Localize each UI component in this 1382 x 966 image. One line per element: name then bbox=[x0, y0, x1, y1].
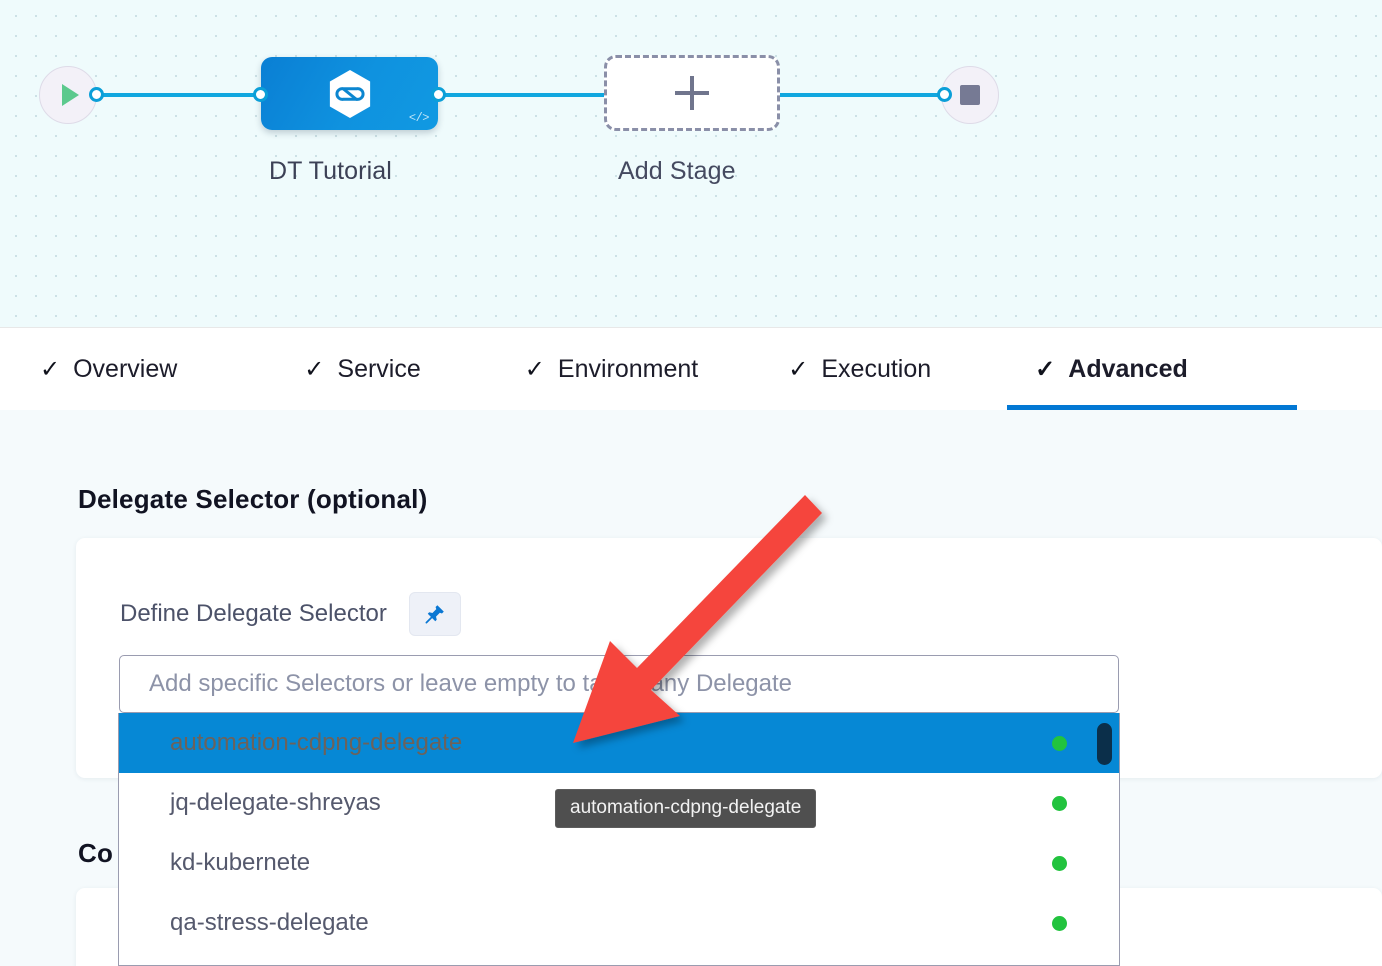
connector-port bbox=[253, 87, 268, 102]
tab-advanced[interactable]: ✓ Advanced bbox=[1007, 329, 1297, 410]
add-stage-label: Add Stage bbox=[618, 157, 736, 185]
tab-overview[interactable]: ✓ Overview bbox=[40, 329, 177, 410]
play-icon bbox=[62, 84, 79, 106]
tab-execution[interactable]: ✓ Execution bbox=[788, 329, 931, 410]
stop-icon bbox=[960, 85, 980, 105]
check-icon: ✓ bbox=[1035, 355, 1056, 383]
field-label: Define Delegate Selector bbox=[120, 600, 387, 627]
pin-icon-button[interactable] bbox=[408, 592, 461, 636]
tab-environment[interactable]: ✓ Environment bbox=[525, 329, 698, 410]
dropdown-option-jq-delegate-shreyas[interactable]: jq-delegate-shreyas bbox=[119, 773, 1119, 833]
stage-label-dt-tutorial: DT Tutorial bbox=[269, 157, 392, 185]
option-label: kd-kubernete bbox=[170, 849, 311, 876]
tab-label: Execution bbox=[821, 355, 932, 383]
advanced-tab-content: Delegate Selector (optional) Co Define D… bbox=[0, 410, 1382, 966]
status-dot-icon bbox=[1052, 795, 1067, 811]
connector-line bbox=[90, 93, 270, 97]
page-title: Delegate Selector (optional) bbox=[78, 484, 428, 514]
add-stage-node[interactable] bbox=[604, 55, 780, 131]
connector-port bbox=[937, 87, 952, 102]
delegate-selector-input[interactable]: Add specific Selectors or leave empty to… bbox=[119, 655, 1119, 713]
check-icon: ✓ bbox=[40, 355, 61, 383]
option-label: automation-cdpng-delegate bbox=[170, 729, 463, 756]
status-dot-icon bbox=[1052, 735, 1067, 751]
connector-line bbox=[430, 93, 620, 97]
dropdown-option-qa-stress-delegate[interactable]: qa-stress-delegate bbox=[119, 893, 1119, 953]
status-dot-icon bbox=[1052, 915, 1067, 931]
harness-cd-hexagon-icon bbox=[329, 69, 370, 118]
option-label: qa-stress-delegate bbox=[170, 909, 369, 936]
connector-port bbox=[431, 87, 446, 102]
pipeline-canvas[interactable]: </> DT Tutorial Add Stage bbox=[0, 0, 1382, 328]
status-dot-icon bbox=[1052, 855, 1067, 871]
secondary-section-title: Co bbox=[78, 838, 114, 868]
tab-label: Service bbox=[337, 355, 421, 383]
define-delegate-selector-row: Define Delegate Selector bbox=[120, 592, 461, 636]
stage-tab-bar: ✓ Overview ✓ Service ✓ Environment ✓ Exe… bbox=[0, 329, 1382, 410]
check-icon: ✓ bbox=[788, 355, 809, 383]
connector-line bbox=[757, 93, 957, 97]
dropdown-scrollbar-thumb[interactable] bbox=[1097, 723, 1112, 765]
pipeline-start-node[interactable] bbox=[39, 66, 97, 124]
tab-label: Overview bbox=[73, 355, 178, 383]
dropdown-option-automation-cdpng-delegate[interactable]: automation-cdpng-delegate bbox=[119, 713, 1119, 773]
stage-node-dt-tutorial[interactable]: </> bbox=[261, 57, 438, 130]
connector-port bbox=[89, 87, 104, 102]
code-badge-icon: </> bbox=[408, 111, 430, 125]
tab-service[interactable]: ✓ Service bbox=[304, 329, 420, 410]
input-placeholder: Add specific Selectors or leave empty to… bbox=[149, 670, 793, 697]
check-icon: ✓ bbox=[304, 355, 325, 383]
dropdown-option-kd-kubernete[interactable]: kd-kubernete bbox=[119, 833, 1119, 893]
plus-icon bbox=[675, 76, 709, 110]
check-icon: ✓ bbox=[524, 355, 545, 383]
option-label: jq-delegate-shreyas bbox=[170, 789, 381, 816]
tab-label: Environment bbox=[557, 355, 699, 383]
tab-label: Advanced bbox=[1068, 355, 1188, 383]
delegate-options-dropdown[interactable]: automation-cdpng-delegate jq-delegate-sh… bbox=[118, 713, 1120, 966]
pin-icon bbox=[425, 605, 444, 624]
delegate-name-tooltip: automation-cdpng-delegate bbox=[555, 789, 817, 828]
